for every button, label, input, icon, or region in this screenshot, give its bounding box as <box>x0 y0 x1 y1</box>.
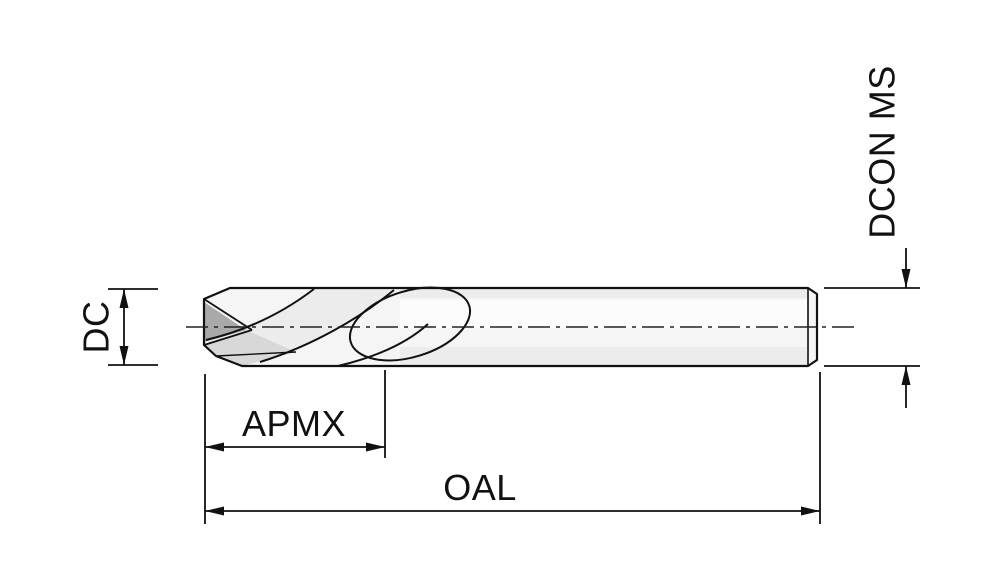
dc-arrowhead-top <box>119 289 129 308</box>
flute-runout-ellipse <box>348 286 472 362</box>
tip-facet-line-bottom <box>215 351 297 357</box>
shank-bottom-shade <box>400 347 807 365</box>
dcon-arrowhead-top <box>901 269 911 288</box>
apmx-label: APMX <box>242 403 346 444</box>
apmx-dimension: APMX <box>205 370 386 458</box>
apmx-arrowhead-left <box>205 442 224 452</box>
oal-arrowhead-left <box>205 506 224 516</box>
flute-helix-curve <box>337 323 429 367</box>
tool-outline <box>202 286 819 368</box>
oal-label: OAL <box>443 467 517 508</box>
dcon-arrowhead-bottom <box>901 366 911 385</box>
shank-highlight <box>400 300 807 328</box>
dcon-ms-label: DCON MS <box>862 65 903 239</box>
tip-facet-line-upper <box>203 298 253 331</box>
tip-facet-line-lower <box>203 329 253 346</box>
dc-arrowhead-bottom <box>119 346 129 365</box>
dc-dimension: DC <box>76 288 158 366</box>
shank-top-shade <box>400 289 807 298</box>
oal-dimension: OAL <box>204 372 821 524</box>
apmx-arrowhead-right <box>366 442 385 452</box>
dc-label: DC <box>76 301 117 354</box>
oal-arrowhead-right <box>801 506 820 516</box>
end-mill-tool <box>202 286 819 368</box>
flute-helix-curve <box>205 288 315 341</box>
dcon-ms-dimension: DCON MS <box>824 65 920 408</box>
